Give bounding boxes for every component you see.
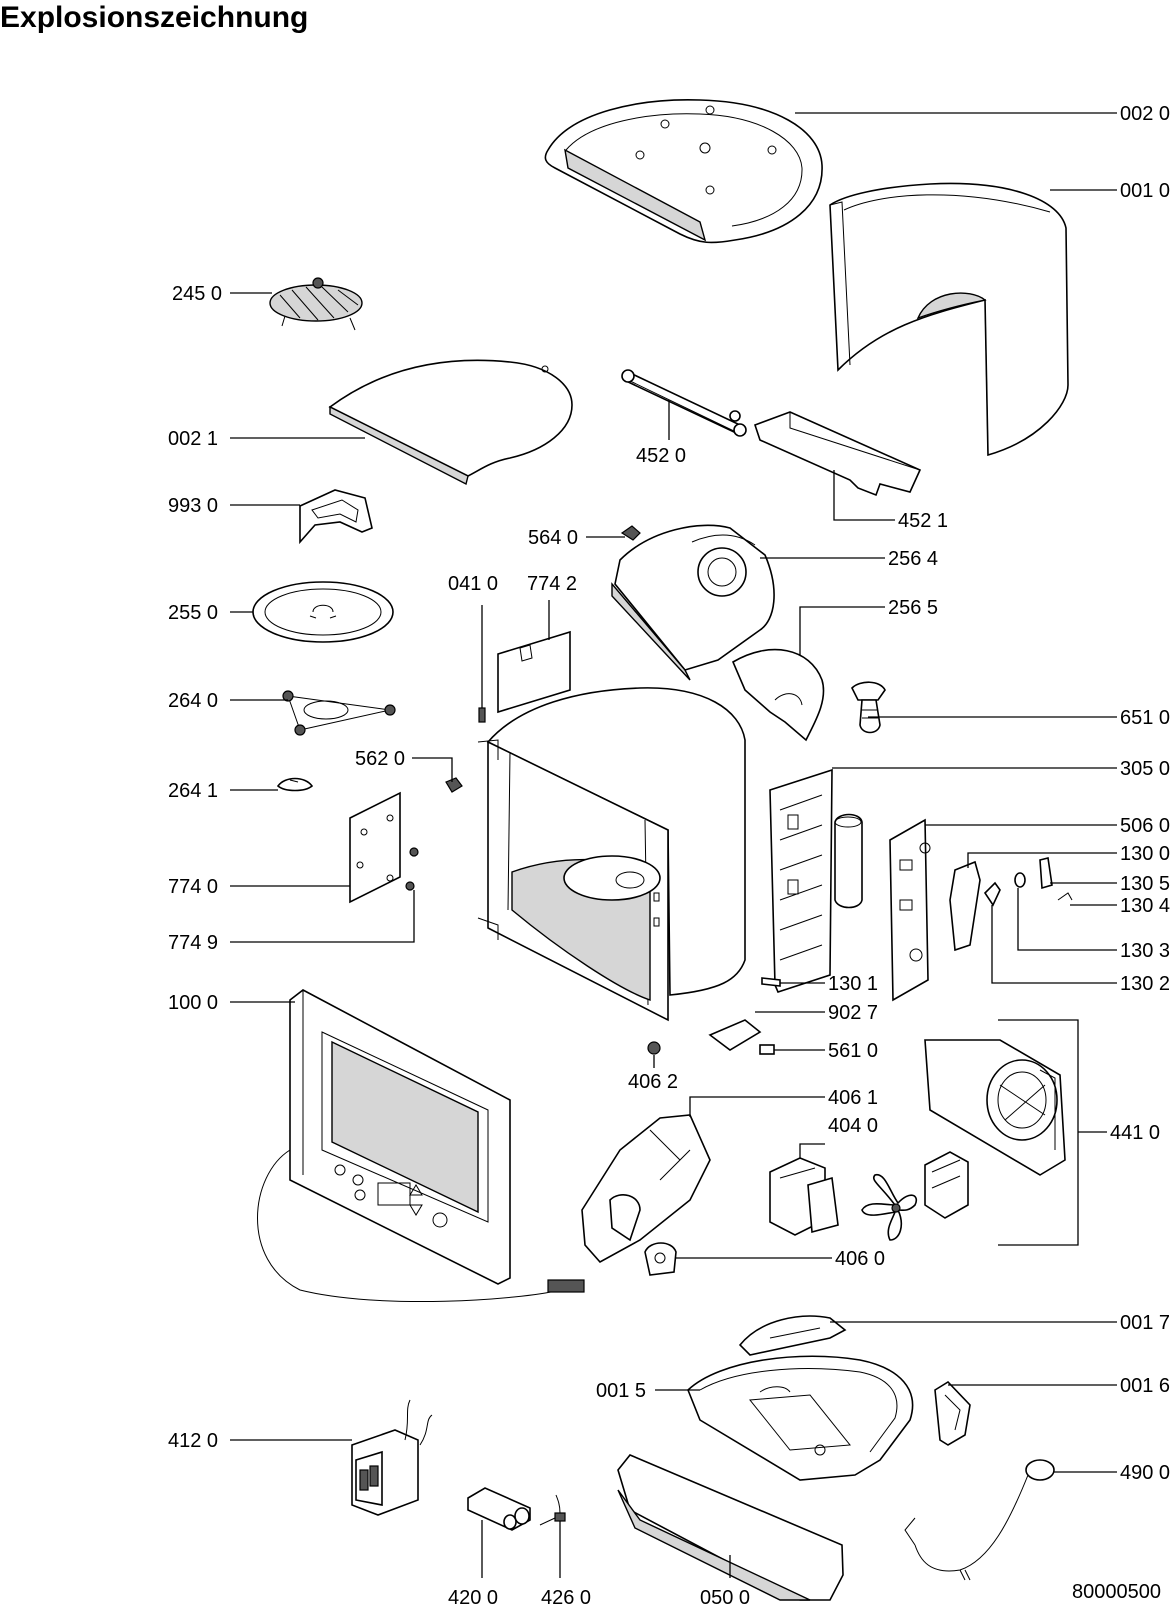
- part-label: 256 5: [888, 597, 938, 619]
- screw-041-drawing: [478, 707, 486, 723]
- turntable-motor-drawing: [644, 1242, 677, 1276]
- small-part-562-drawing: [445, 777, 463, 793]
- switch-bracket-drawing: [769, 768, 863, 993]
- part-label: 305 0: [1120, 758, 1170, 780]
- part-label: 002 1: [168, 428, 218, 450]
- screws-774-9-drawing: [405, 847, 419, 891]
- part-label: 002 0: [1120, 103, 1170, 125]
- part-label: 412 0: [168, 1430, 218, 1452]
- part-label: 264 0: [168, 690, 218, 712]
- part-label: 050 0: [700, 1587, 750, 1609]
- fan-blade-drawing: [861, 1174, 917, 1241]
- part-label: 245 0: [172, 283, 222, 305]
- part-label: 256 4: [888, 548, 938, 570]
- part-label: 993 0: [168, 495, 218, 517]
- roller-ring-drawing: [282, 690, 396, 736]
- part-001-6-drawing: [934, 1380, 971, 1446]
- part-label: 651 0: [1120, 707, 1170, 729]
- part-label: 406 2: [628, 1071, 678, 1093]
- part-label: 452 1: [898, 510, 948, 532]
- leader-lines: [230, 112, 1117, 1578]
- part-label: 130 3: [1120, 940, 1170, 962]
- transformer-412-drawing: [351, 1399, 433, 1516]
- part-label: 774 9: [168, 932, 218, 954]
- plate-774-0-drawing: [349, 791, 401, 904]
- clip-drawing: [299, 489, 373, 545]
- top-cover-drawing: [544, 99, 823, 244]
- part-label: 255 0: [168, 602, 218, 624]
- front-base-drawing: [617, 1454, 844, 1601]
- waveguide-cover-drawing: [611, 524, 775, 681]
- part-label: 452 0: [636, 445, 686, 467]
- bracket-902-7-drawing: [708, 1019, 762, 1051]
- part-label: 564 0: [528, 527, 578, 549]
- control-board-drawing: [889, 818, 931, 1002]
- drawing-number: 80000500: [1072, 1581, 1161, 1603]
- part-label: 041 0: [448, 573, 498, 595]
- part-label: 406 0: [835, 1248, 885, 1270]
- capacitor-drawing: [467, 1487, 531, 1531]
- part-label: 902 7: [828, 1002, 878, 1024]
- part-001-7-drawing: [738, 1315, 847, 1356]
- part-label: 506 0: [1120, 815, 1170, 837]
- lamp-drawing: [851, 681, 886, 734]
- heater-tube-drawing: [621, 369, 747, 437]
- part-label: 130 0: [1120, 843, 1170, 865]
- label-plate-774-2-drawing: [497, 630, 571, 714]
- part-label: 130 4: [1120, 895, 1170, 917]
- switch-parts-drawing: [949, 857, 1073, 952]
- part-label: 130 5: [1120, 873, 1170, 895]
- diode-drawing: [539, 1494, 566, 1526]
- pin-130-1-drawing: [761, 977, 781, 987]
- part-label: 100 0: [168, 992, 218, 1014]
- turntable-drawing: [252, 581, 394, 643]
- part-label: 406 1: [828, 1087, 878, 1109]
- holder-406-1-drawing: [581, 1114, 711, 1264]
- part-label: 001 5: [596, 1380, 646, 1402]
- part-label: 774 0: [168, 876, 218, 898]
- part-label: 264 1: [168, 780, 218, 802]
- base-001-5-drawing: [687, 1355, 914, 1481]
- power-cord-drawing: [904, 1459, 1055, 1581]
- small-clip-drawing: [620, 525, 641, 541]
- coupler-drawing: [276, 777, 314, 792]
- part-label: 404 0: [828, 1115, 878, 1137]
- part-label: 130 2: [1120, 973, 1170, 995]
- part-label: 490 0: [1120, 1462, 1170, 1484]
- fan-motor-drawing: [924, 1151, 969, 1219]
- oven-cavity-drawing: [477, 687, 746, 1022]
- fan-housing-drawing: [924, 1019, 1079, 1246]
- part-label: 001 6: [1120, 1375, 1170, 1397]
- page-title: Explosionszeichnung: [0, 1, 309, 34]
- part-label: 001 7: [1120, 1312, 1170, 1334]
- part-label: 426 0: [541, 1587, 591, 1609]
- grill-rack-drawing: [269, 277, 363, 331]
- heater-cover-drawing: [753, 411, 922, 497]
- part-label: 561 0: [828, 1040, 878, 1062]
- part-label: 130 1: [828, 973, 878, 995]
- outer-casing-drawing: [829, 182, 1069, 457]
- part-label: 441 0: [1110, 1122, 1160, 1144]
- fuse-406-2-drawing: [647, 1041, 661, 1055]
- part-label: 420 0: [448, 1587, 498, 1609]
- part-labels: 002 0 001 0 245 0 002 1 452 0 452 1 993 …: [168, 103, 1170, 1609]
- small-part-561-drawing: [759, 1044, 775, 1055]
- inner-top-plate-drawing: [328, 359, 573, 486]
- door-drawing: [257, 989, 585, 1303]
- transformer-404-drawing: [769, 1157, 839, 1236]
- part-label: 562 0: [355, 748, 405, 770]
- mica-cover-drawing: [731, 648, 825, 742]
- part-label: 774 2: [527, 573, 577, 595]
- part-label: 001 0: [1120, 180, 1170, 202]
